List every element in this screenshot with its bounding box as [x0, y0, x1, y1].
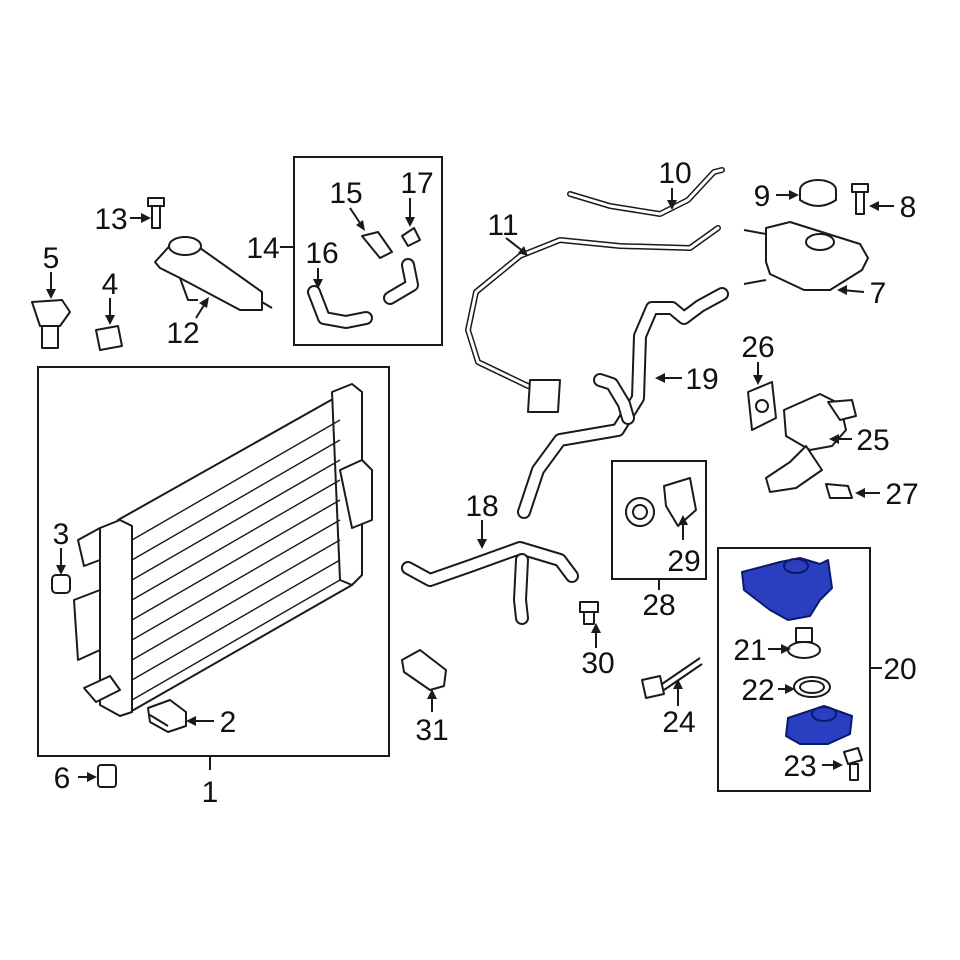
part-11-line — [465, 225, 721, 413]
callout-labels: 1 2 3 4 5 6 7 8 9 10 11 12 13 14 15 16 1… — [43, 157, 919, 809]
radiator-side-bracket — [77, 527, 101, 567]
hose-kit-upper-hose — [383, 258, 419, 305]
callout-19: 19 — [685, 363, 718, 396]
part-26-gasket — [747, 381, 777, 431]
callout-23: 23 — [783, 750, 816, 783]
part-3-plug — [51, 574, 71, 594]
part-2-sensor — [147, 699, 187, 733]
callout-5: 5 — [43, 242, 60, 275]
callout-18: 18 — [465, 490, 498, 523]
part-20-thermostat-housing[interactable] — [741, 557, 833, 621]
part-12-reservoir — [154, 236, 273, 311]
part-9-cap — [799, 179, 837, 207]
callout-6: 6 — [54, 762, 71, 795]
part-21-thermostat — [787, 627, 821, 659]
part-10-line — [567, 167, 725, 217]
part-25-outlet — [765, 393, 857, 493]
callout-26: 26 — [741, 331, 774, 364]
part-29-seal — [663, 477, 697, 527]
thermostat-kit-box — [717, 547, 871, 792]
part-22-o-ring — [793, 676, 831, 698]
part-31-sensor — [401, 649, 447, 691]
callout-15: 15 — [329, 177, 362, 210]
part-6-grommet — [97, 764, 117, 788]
part-24-bolt — [641, 657, 703, 699]
callout-7: 7 — [870, 277, 887, 310]
part-23-bolt — [843, 747, 863, 781]
callout-10: 10 — [658, 157, 691, 190]
callout-16: 16 — [305, 237, 338, 270]
callout-22: 22 — [741, 674, 774, 707]
callout-12: 12 — [166, 317, 199, 350]
part-28-gasket — [625, 497, 655, 527]
callout-27: 27 — [885, 478, 918, 511]
callout-25: 25 — [856, 424, 889, 457]
radiator-lower-bracket — [83, 675, 121, 703]
part-18-hose — [401, 541, 579, 625]
part-8-bolt — [851, 183, 869, 215]
callout-29: 29 — [667, 545, 700, 578]
part-30-bolt — [579, 601, 599, 625]
part-4-clip — [95, 325, 123, 351]
callout-9: 9 — [754, 180, 771, 213]
hose-kit-box — [293, 156, 443, 346]
callout-30: 30 — [581, 647, 614, 680]
part-7-expansion-tank — [743, 221, 869, 291]
callout-3: 3 — [53, 518, 70, 551]
callout-2: 2 — [220, 706, 237, 739]
radiator-upper-bracket — [339, 459, 373, 529]
radiator-box — [37, 366, 390, 757]
radiator-mount-left — [73, 589, 101, 661]
radiator-assembly — [37, 366, 390, 757]
part-13-bolt — [147, 197, 165, 229]
callout-17: 17 — [400, 167, 433, 200]
part-27-bolt — [825, 483, 853, 499]
part-19-hose — [517, 287, 729, 519]
part-17-clamp — [401, 227, 421, 247]
part-16-hose — [307, 285, 373, 329]
part-15-fitting — [361, 231, 393, 259]
leader-lines — [46, 188, 894, 782]
callout-13: 13 — [94, 203, 127, 236]
part-23-cover[interactable] — [785, 705, 853, 745]
callout-1: 1 — [202, 776, 219, 809]
callout-11: 11 — [487, 209, 518, 242]
callout-4: 4 — [102, 268, 119, 301]
callout-20: 20 — [883, 653, 916, 686]
callout-21: 21 — [733, 634, 766, 667]
radiator-left-tank — [99, 519, 133, 717]
callout-14: 14 — [246, 232, 279, 265]
part-5-mount — [31, 299, 71, 349]
callout-31: 31 — [415, 714, 448, 747]
callout-8: 8 — [900, 191, 917, 224]
callout-28: 28 — [642, 589, 675, 622]
radiator-fins — [131, 419, 341, 701]
callout-24: 24 — [662, 706, 695, 739]
